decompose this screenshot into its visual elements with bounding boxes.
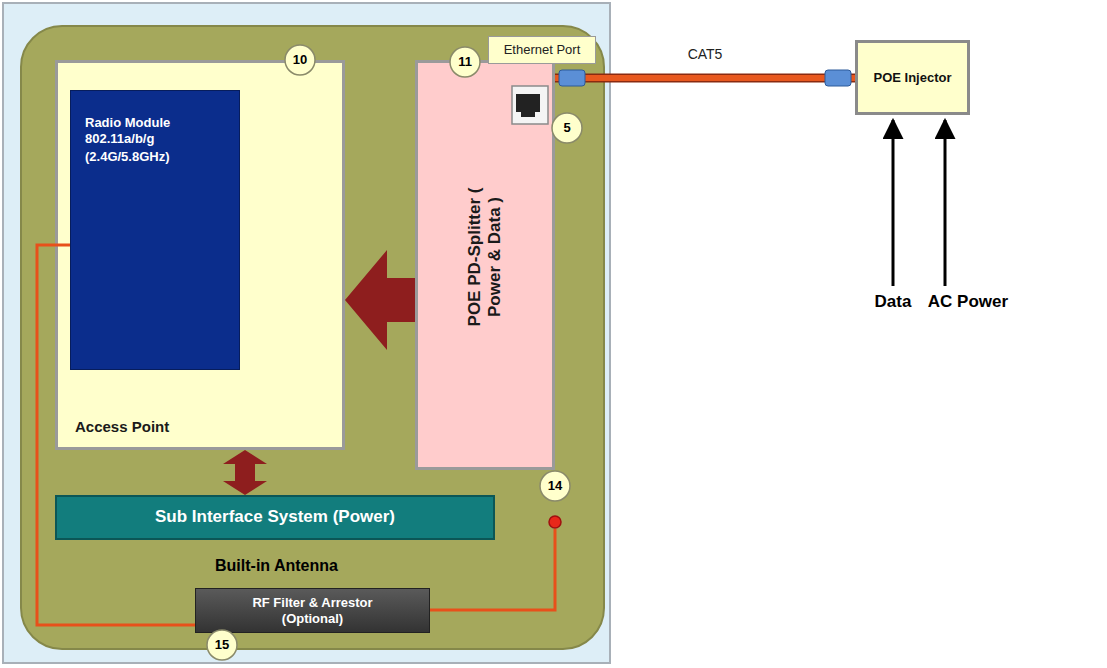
radio-module-box: Radio Module 802.11a/b/g (2.4G/5.8GHz) xyxy=(70,90,240,370)
input-label: Data xyxy=(858,291,928,313)
cable-outline xyxy=(555,74,855,83)
text-holder: POE PD-Splitter ( Power & Data ) xyxy=(465,167,506,347)
power-data-arrow xyxy=(345,250,415,350)
text-holder: 14 xyxy=(540,475,570,497)
text-holder: 10 xyxy=(285,49,315,71)
callout-circle xyxy=(285,45,315,75)
device-enclosure xyxy=(3,3,610,663)
text-holder: RF Filter & Arrestor (Optional) xyxy=(233,595,393,626)
node-label: POE PD-Splitter ( Power & Data ) xyxy=(465,167,506,347)
text-holder: AC Power xyxy=(913,291,1023,313)
input-arrow xyxy=(892,120,895,286)
text-holder: CAT5 xyxy=(645,46,765,63)
callout-circle xyxy=(450,47,480,77)
text-holder: 11 xyxy=(450,51,480,73)
ethernet-jack-opening xyxy=(516,94,540,117)
text-holder: 15 xyxy=(207,634,237,656)
callout-number: 5 xyxy=(552,117,582,139)
callout-circle xyxy=(540,471,570,501)
callout-number: 10 xyxy=(285,49,315,71)
cable-plug xyxy=(825,70,851,86)
rf-cable xyxy=(37,245,195,625)
ethernet-jack xyxy=(512,86,548,124)
edge-label: CAT5 xyxy=(645,46,765,63)
rf-filter-box: RF Filter & Arrestor (Optional) xyxy=(195,588,430,633)
text-holder: (2.4G/5.8GHz) xyxy=(85,149,225,165)
antenna-point xyxy=(549,516,561,528)
text-holder: 5 xyxy=(552,117,582,139)
callout-number: 15 xyxy=(207,634,237,656)
text-holder: Access Point xyxy=(75,418,169,436)
text-holder: Sub Interface System (Power) xyxy=(155,507,395,527)
cable-plug xyxy=(559,70,585,86)
callout-circle xyxy=(552,113,582,143)
power-arrow xyxy=(223,450,267,495)
text-holder: Data xyxy=(858,291,928,313)
callout-number: 14 xyxy=(540,475,570,497)
access-point-box: Access Point Radio Module 802.11a/b/g (2.4… xyxy=(55,60,345,450)
connector-group xyxy=(223,450,267,495)
cat5-cable xyxy=(555,75,855,81)
node-label: Access Point xyxy=(75,418,169,436)
poe-injector-box: POE Injector xyxy=(855,40,970,115)
text-holder: Built-in Antenna xyxy=(215,556,338,575)
node-label: Sub Interface System (Power) xyxy=(155,507,395,527)
node-label: Ethernet Port xyxy=(504,42,581,58)
callout-circle xyxy=(207,630,237,660)
callout-number: 11 xyxy=(450,51,480,73)
node-label: RF Filter & Arrestor (Optional) xyxy=(233,595,393,626)
connector-group xyxy=(555,70,855,86)
node-label: POE Injector xyxy=(873,70,951,86)
text-holder: Radio Module 802.11a/b/g xyxy=(85,115,203,146)
node-label: Built-in Antenna xyxy=(215,556,338,575)
input-label: AC Power xyxy=(913,291,1023,313)
port-label-box: Ethernet Port xyxy=(488,36,596,64)
sub-interface-bar: Sub Interface System (Power) xyxy=(55,495,495,540)
node-label: (2.4G/5.8GHz) xyxy=(85,149,225,165)
input-arrow xyxy=(944,120,947,286)
antenna-feed-line xyxy=(430,529,555,610)
text-holder: POE Injector xyxy=(873,70,951,86)
node-label: Radio Module 802.11a/b/g xyxy=(85,115,203,146)
text-holder: Ethernet Port xyxy=(504,42,581,58)
connector-group xyxy=(37,245,195,625)
connector-group xyxy=(345,250,415,350)
